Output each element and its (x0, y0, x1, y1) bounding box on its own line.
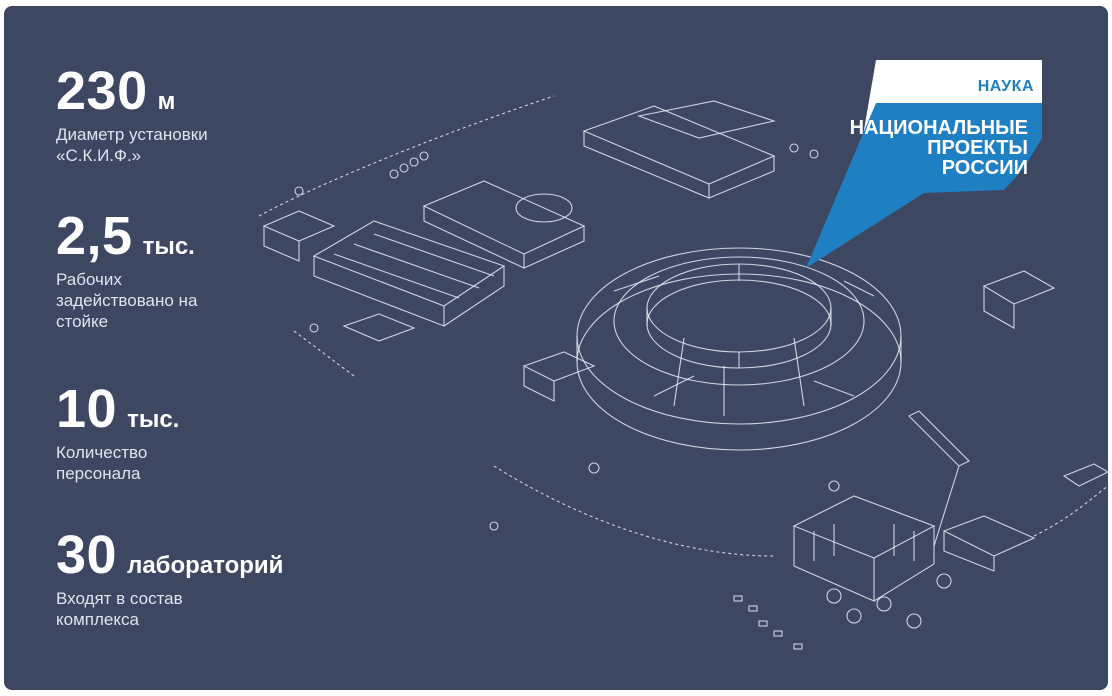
trees (294, 143, 952, 629)
parking-blocks (733, 595, 803, 650)
stat-description: Входят в состав комплекса (56, 589, 183, 629)
stat-unit: м (157, 88, 176, 115)
badge-title-line: РОССИИ (941, 157, 1028, 179)
stat-value: 30 (56, 525, 118, 585)
stat-description: Количество персонала (56, 443, 148, 483)
stat-laboratories: 30 лабораторий Входят в состав комплекса (56, 526, 283, 630)
stat-description: Диаметр установки «С.К.И.Ф.» (56, 125, 208, 165)
laboratory-complex (792, 495, 1036, 602)
stat-staff: 10 тыс. Количество персонала (56, 380, 186, 484)
facility-wireframe-illustration (258, 95, 1108, 650)
stat-unit: лабораторий (127, 552, 284, 579)
badge-title-line: ПРОЕКТЫ (927, 137, 1028, 159)
building-small (262, 210, 1108, 487)
stat-value: 230 (56, 61, 148, 121)
stat-value: 2,5 (56, 206, 133, 266)
stat-unit: тыс. (127, 406, 180, 433)
building-block (422, 180, 586, 269)
building-hall (312, 220, 506, 327)
stat-workers: 2,5 тыс. Рабочих задействовано на стойке (56, 207, 216, 332)
national-projects-badge-text: НАУКА НАЦИОНАЛЬНЫЕ ПРОЕКТЫ РОССИИ (804, 58, 1042, 278)
infographic-card: 230 м Диаметр установки «С.К.И.Ф.» 2,5 т… (4, 6, 1108, 690)
stat-diameter: 230 м Диаметр установки «С.К.И.Ф.» (56, 62, 286, 166)
national-projects-badge (806, 60, 1042, 268)
stat-description: Рабочих задействовано на стойке (56, 270, 198, 331)
beamline (908, 410, 970, 547)
synchrotron-ring (576, 247, 902, 451)
building-long (582, 100, 777, 199)
badge-title-line: НАЦИОНАЛЬНЫЕ (849, 117, 1028, 139)
badge-category: НАУКА (977, 78, 1034, 95)
fence-line (258, 95, 1108, 557)
stat-value: 10 (56, 379, 118, 439)
stat-unit: тыс. (142, 233, 195, 260)
badge-title: НАЦИОНАЛЬНЫЕ ПРОЕКТЫ РОССИИ (850, 118, 1028, 178)
